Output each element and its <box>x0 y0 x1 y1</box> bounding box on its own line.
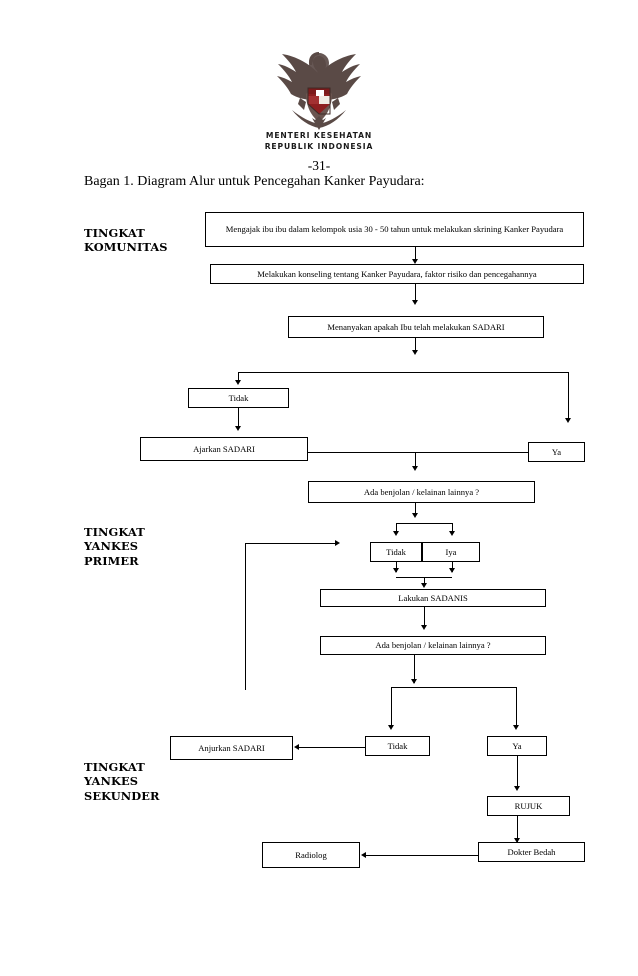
node-konseling[interactable]: Melakukan konseling tentang Kanker Payud… <box>210 264 584 284</box>
arrowhead-down-to-ya-1 <box>564 418 571 423</box>
connector-tidak1-to-ajarkan <box>238 408 239 428</box>
connector-tidak2-drop <box>396 562 397 572</box>
node-mengajak-skrining[interactable]: Mengajak ibu ibu dalam kelompok usia 30 … <box>205 212 584 247</box>
tier-label-komunitas: TINGKAT KOMUNITAS <box>84 226 168 255</box>
arrowhead-down-to-tidak-3 <box>387 725 394 730</box>
connector-konseling-to-menanyakan <box>415 284 416 302</box>
arrowhead-left-dokter-radiolog <box>361 851 366 858</box>
arrowhead-down-rujuk-dokter <box>513 838 520 843</box>
emblem-caption-line-2: REPUBLIK INDONESIA <box>264 141 374 151</box>
garuda-pancasila-icon <box>277 52 361 130</box>
arrowhead-right-feedback <box>335 539 340 546</box>
arrowhead-down-benjolan2-stem <box>410 679 417 684</box>
arrowhead-down-mengajak-konseling <box>411 259 418 264</box>
node-ajarkan-sadari[interactable]: Ajarkan SADARI <box>140 437 308 461</box>
node-anjurkan-sadari[interactable]: Anjurkan SADARI <box>170 736 293 760</box>
arrowhead-down-to-ya-3 <box>512 725 519 730</box>
page-title: Bagan 1. Diagram Alur untuk Pencegahan K… <box>84 174 425 189</box>
arrowhead-down-sadanis-benjolan2 <box>420 625 427 630</box>
node-menanyakan-sadari[interactable]: Menanyakan apakah Ibu telah melakukan SA… <box>288 316 544 338</box>
connector-benjolan1-right-drop <box>452 523 453 533</box>
node-tidak-3[interactable]: Tidak <box>365 736 430 756</box>
connector-ajarkan-ya-merge <box>308 452 528 453</box>
node-iya-2[interactable]: Iya <box>422 542 480 562</box>
connector-split-right-drop <box>568 372 569 420</box>
node-ya-3[interactable]: Ya <box>487 736 547 756</box>
connector-split-left-drop <box>238 372 239 382</box>
tier-label-yankes-sekunder: TINGKAT YANKES SEKUNDER <box>84 760 160 803</box>
tier-label-yankes-primer: TINGKAT YANKES PRIMER <box>84 525 145 568</box>
arrowhead-left-tidak3-anjurkan <box>294 743 299 750</box>
arrowhead-down-tidak2-merge <box>392 568 399 573</box>
node-ya-1[interactable]: Ya <box>528 442 585 462</box>
node-radiolog[interactable]: Radiolog <box>262 842 360 868</box>
node-ada-benjolan-2[interactable]: Ada benjolan / kelainan lainnya ? <box>320 636 546 655</box>
node-lakukan-sadanis[interactable]: Lakukan SADANIS <box>320 589 546 607</box>
connector-benjolan2-right-drop <box>516 687 517 727</box>
arrowhead-down-iya2-merge <box>448 568 455 573</box>
connector-menanyakan-split-bar <box>238 372 568 373</box>
node-tidak-1[interactable]: Tidak <box>188 388 289 408</box>
connector-iya2-drop <box>452 562 453 572</box>
connector-benjolan1-left-drop <box>396 523 397 533</box>
connector-rujuk-to-dokter-bedah <box>517 816 518 842</box>
arrowhead-down-to-tidak-2 <box>392 531 399 536</box>
connector-ya3-to-rujuk <box>517 756 518 788</box>
connector-feedback-horizontal <box>245 543 337 544</box>
arrowhead-down-tidak1-ajarkan <box>234 426 241 431</box>
connector-merge-to-sadanis <box>424 577 425 585</box>
connector-tidak3-to-anjurkan <box>299 747 365 748</box>
connector-dokter-to-radiolog <box>366 855 478 856</box>
ministry-emblem: MENTERI KESEHATAN REPUBLIK INDONESIA <box>262 44 376 154</box>
connector-mengajak-to-konseling <box>415 247 416 261</box>
arrowhead-down-ya3-rujuk <box>513 786 520 791</box>
connector-menanyakan-stem <box>415 338 416 352</box>
node-dokter-bedah[interactable]: Dokter Bedah <box>478 842 585 862</box>
node-ada-benjolan-1[interactable]: Ada benjolan / kelainan lainnya ? <box>308 481 535 503</box>
emblem-caption-line-1: MENTERI KESEHATAN <box>265 131 373 140</box>
arrowhead-down-benjolan1-stem <box>411 513 418 518</box>
arrowhead-down-to-benjolan-1 <box>411 466 418 471</box>
arrowhead-down-konseling-menanyakan <box>411 300 418 305</box>
connector-feedback-vertical <box>245 543 246 690</box>
node-rujuk[interactable]: RUJUK <box>487 796 570 816</box>
connector-benjolan2-stem <box>414 655 415 683</box>
connector-benjolan1-split-bar <box>396 523 452 524</box>
arrowhead-down-to-sadanis <box>420 583 427 588</box>
connector-sadanis-to-benjolan-2 <box>424 607 425 627</box>
arrowhead-down-to-iya-2 <box>448 531 455 536</box>
connector-benjolan1-stem <box>415 503 416 515</box>
connector-merge-to-benjolan-1 <box>415 452 416 468</box>
arrowhead-down-menanyakan-stem <box>411 350 418 355</box>
connector-benjolan2-split-bar <box>391 687 516 688</box>
arrowhead-down-to-tidak-1 <box>234 380 241 385</box>
connector-benjolan2-left-drop <box>391 687 392 727</box>
node-tidak-2[interactable]: Tidak <box>370 542 422 562</box>
page-number: -31- <box>307 158 331 173</box>
